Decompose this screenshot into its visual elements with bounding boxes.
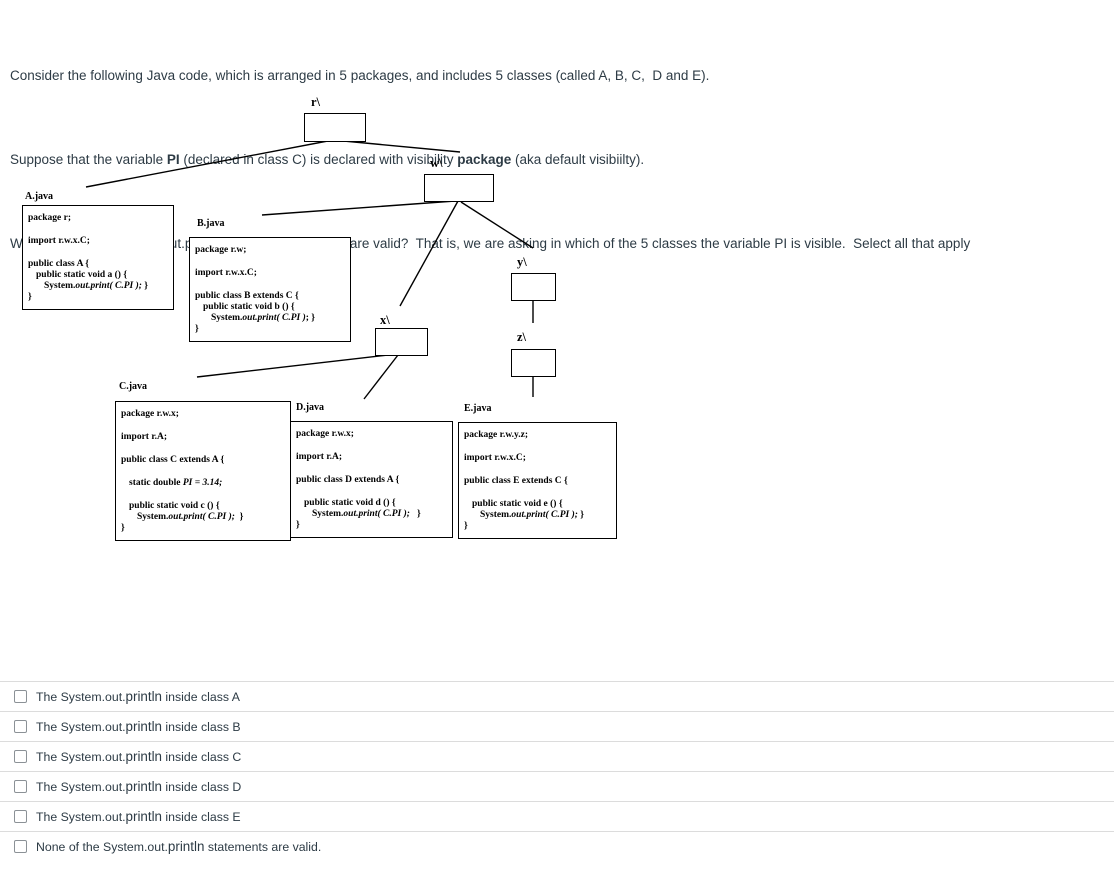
code-box-c: package r.w.x; import r.A; public class C … <box>115 401 291 541</box>
code-line <box>121 443 285 455</box>
code-line <box>464 441 611 453</box>
option-label: The System.out.println inside class C <box>36 749 242 764</box>
code-line: public static void a () { <box>36 270 128 280</box>
code-box-d: package r.w.x; import r.A; public class D … <box>290 421 453 538</box>
code-line <box>121 466 285 478</box>
code-line: public class B extends C { <box>195 291 299 301</box>
code-line: public class C extends A { <box>121 455 225 465</box>
code-box-e: package r.w.y.z; import r.w.x.C; public cl… <box>458 422 617 539</box>
code-line <box>195 279 345 291</box>
option-label: The System.out.println inside class A <box>36 689 240 704</box>
option-row-class-d[interactable]: The System.out.println inside class D <box>0 771 1114 801</box>
code-line: import r.A; <box>296 452 343 462</box>
code-line: package r.w.x; <box>121 409 179 419</box>
option-checkbox-class-b[interactable] <box>14 720 27 733</box>
code-line: import r.w.x.C; <box>195 268 257 278</box>
code-line <box>195 256 345 268</box>
code-line: package r.w.x; <box>296 429 354 439</box>
code-line <box>28 247 168 259</box>
code-line: public static void b () { <box>203 302 295 312</box>
code-line: package r; <box>28 213 72 223</box>
code-line <box>296 440 447 452</box>
option-checkbox-class-d[interactable] <box>14 780 27 793</box>
folder-label-r: r\ <box>311 95 321 109</box>
option-row-none[interactable]: None of the System.out.println statement… <box>0 831 1114 861</box>
code-line: } <box>28 292 32 302</box>
answer-options: The System.out.println inside class A Th… <box>0 681 1114 861</box>
file-label-b: B.java <box>197 218 225 229</box>
code-line: System.out.print( C.PI ); } <box>211 313 316 323</box>
folder-box-w <box>424 174 494 202</box>
folder-box-r <box>304 113 366 142</box>
code-line: } <box>121 523 125 533</box>
code-box-b: package r.w; import r.w.x.C; public class … <box>189 237 351 342</box>
folder-label-y: y\ <box>517 255 527 269</box>
option-label: The System.out.println inside class B <box>36 719 241 734</box>
code-line: } <box>464 521 468 531</box>
code-line: public static void d () { <box>304 498 396 508</box>
code-line: import r.A; <box>121 432 168 442</box>
code-line <box>296 486 447 498</box>
code-line <box>121 489 285 501</box>
code-line: static double PI = 3.14; <box>129 478 223 488</box>
file-label-d: D.java <box>296 402 325 413</box>
code-line: System.out.print( C.PI ); } <box>137 512 244 522</box>
question-line-1: Consider the following Java code, which … <box>10 68 710 83</box>
code-line: } <box>195 324 199 334</box>
code-line <box>464 487 611 499</box>
option-label: The System.out.println inside class D <box>36 779 242 794</box>
edge-x-c <box>196 353 398 378</box>
option-row-class-b[interactable]: The System.out.println inside class B <box>0 711 1114 741</box>
question-line-3: Which of the five System.out.print (or p… <box>10 236 971 251</box>
code-line: import r.w.x.C; <box>464 453 526 463</box>
option-checkbox-none[interactable] <box>14 840 27 853</box>
code-line: public class E extends C { <box>464 476 568 486</box>
code-line <box>28 224 168 236</box>
folder-box-x <box>375 328 428 356</box>
option-checkbox-class-a[interactable] <box>14 690 27 703</box>
file-label-e: E.java <box>464 403 492 414</box>
code-line: System.out.print( C.PI ); } <box>312 509 421 519</box>
code-line: System.out.print( C.PI ); } <box>480 510 585 520</box>
file-label-a: A.java <box>25 191 54 202</box>
option-checkbox-class-c[interactable] <box>14 750 27 763</box>
code-line: import r.w.x.C; <box>28 236 90 246</box>
code-line <box>121 420 285 432</box>
code-line: public class D extends A { <box>296 475 400 485</box>
edge-x-d <box>363 354 399 400</box>
code-line: public static void e () { <box>472 499 563 509</box>
code-line: } <box>296 520 300 530</box>
code-line: package r.w; <box>195 245 247 255</box>
folder-label-z: z\ <box>517 330 527 344</box>
folder-box-y <box>511 273 556 301</box>
folder-box-z <box>511 349 556 377</box>
code-line: public class A { <box>28 259 90 269</box>
option-checkbox-class-e[interactable] <box>14 810 27 823</box>
code-line: System.out.print( C.PI ); } <box>44 281 149 291</box>
option-row-class-e[interactable]: The System.out.println inside class E <box>0 801 1114 831</box>
code-line <box>296 463 447 475</box>
question-text: Consider the following Java code, which … <box>10 6 1105 286</box>
file-label-c: C.java <box>119 381 148 392</box>
folder-label-x: x\ <box>380 313 390 327</box>
option-label: None of the System.out.println statement… <box>36 839 322 854</box>
option-row-class-c[interactable]: The System.out.println inside class C <box>0 741 1114 771</box>
code-line <box>464 464 611 476</box>
question-line-2: Suppose that the variable PI (declared i… <box>10 152 645 167</box>
option-label: The System.out.println inside class E <box>36 809 241 824</box>
code-line: package r.w.y.z; <box>464 430 529 440</box>
option-row-class-a[interactable]: The System.out.println inside class A <box>0 681 1114 711</box>
code-box-a: package r; import r.w.x.C; public class A … <box>22 205 174 310</box>
folder-label-w: w\ <box>430 156 443 170</box>
code-line: public static void c () { <box>129 501 220 511</box>
